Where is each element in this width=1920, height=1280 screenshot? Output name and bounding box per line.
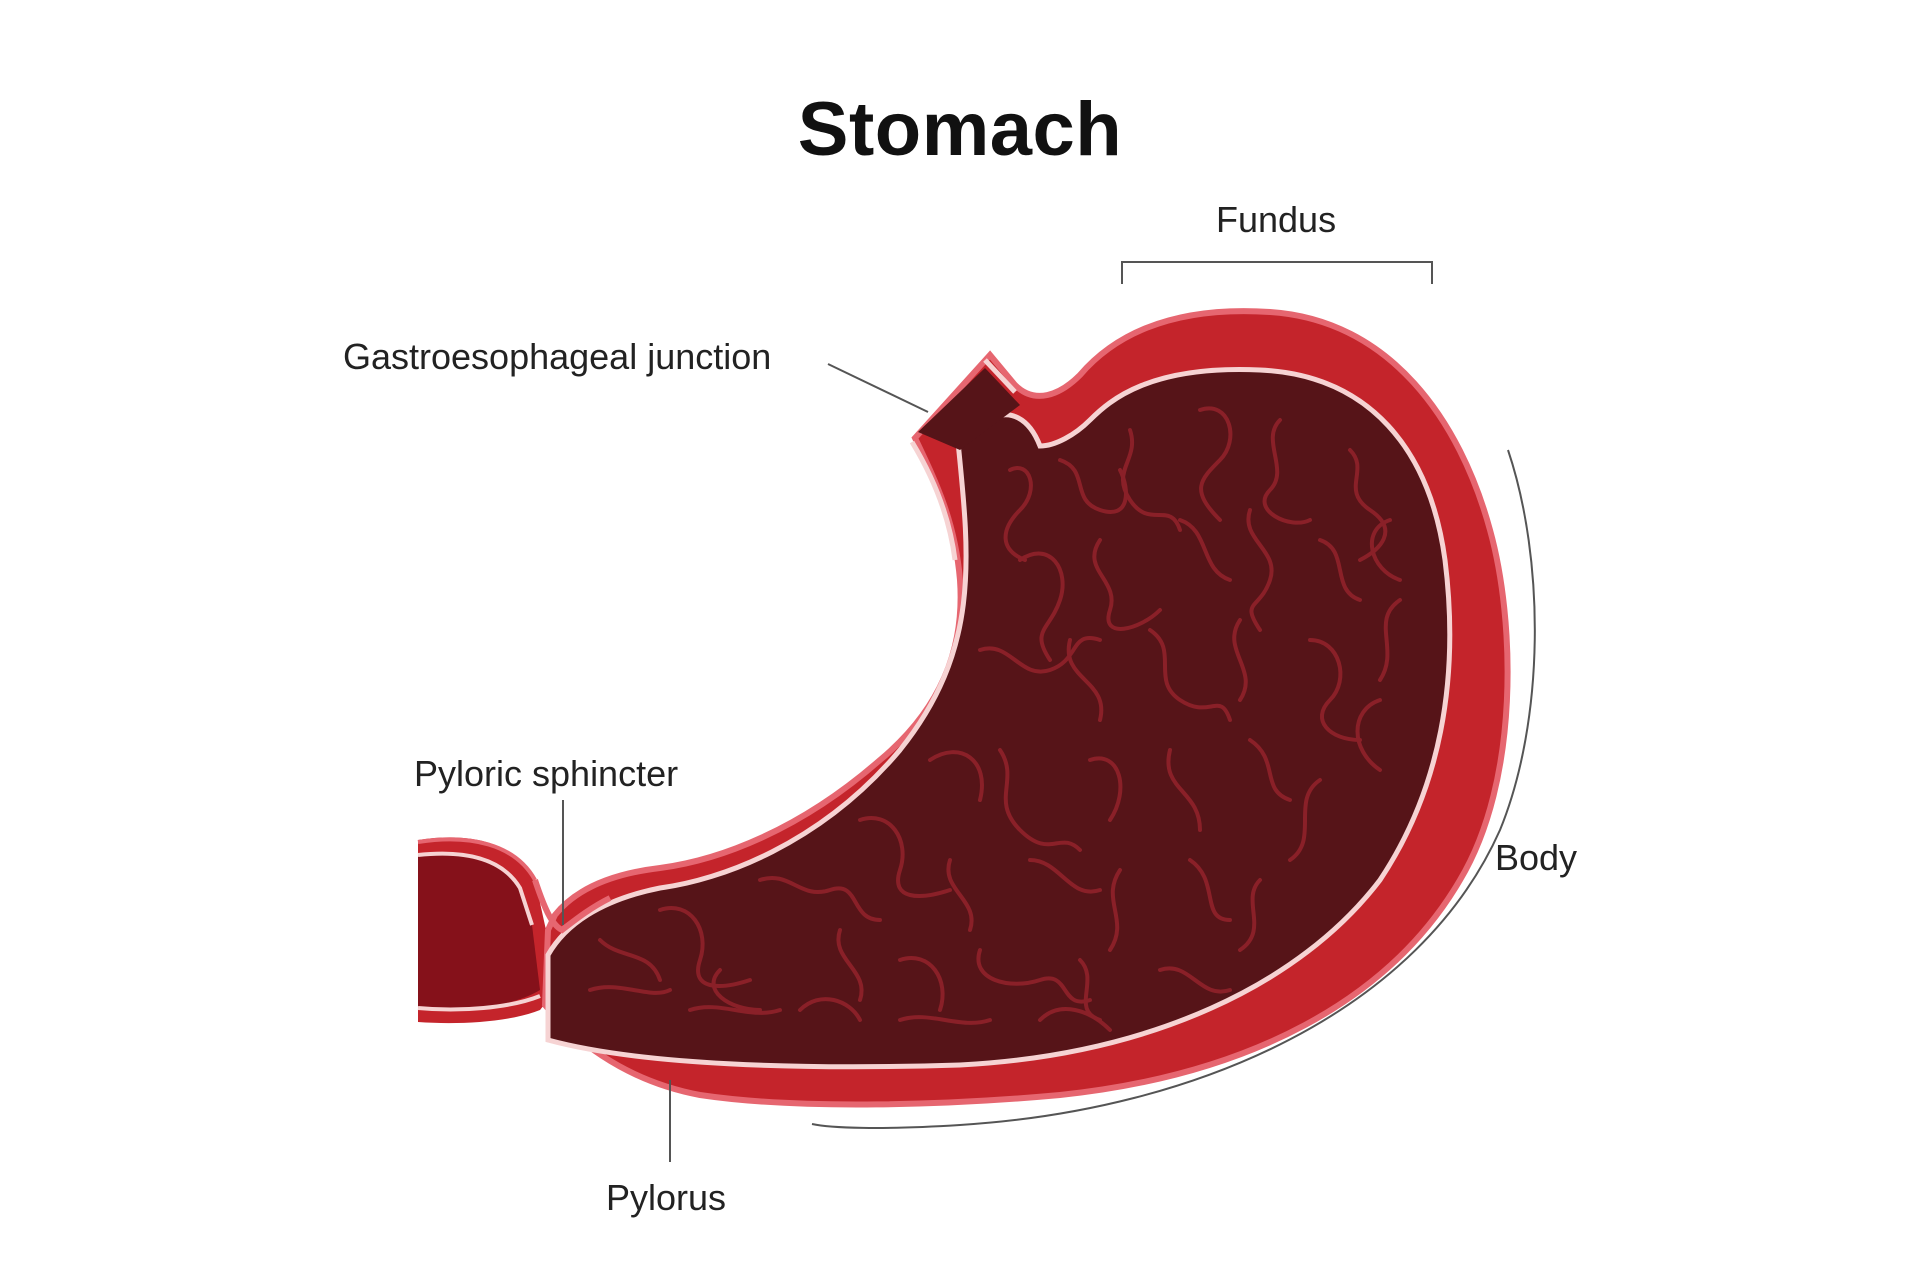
leader-lines [562, 261, 1536, 1162]
body-arc [811, 449, 1536, 1129]
stomach-inner-lining [545, 367, 1453, 1070]
label-pylorus: Pylorus [606, 1177, 727, 1218]
label-fundus: Fundus [1216, 199, 1337, 240]
label-gastroesophageal-junction: Gastroesophageal junction [343, 336, 772, 377]
duodenum-lining [417, 851, 534, 926]
label-pyloric-sphincter: Pyloric sphincter [414, 753, 679, 794]
duodenum [417, 837, 548, 1024]
pyloric-sphincter [532, 879, 612, 934]
diagram-title: Stomach [797, 87, 1123, 172]
rugae [588, 406, 1402, 1032]
fundus-bracket [1121, 261, 1433, 284]
label-body: Body [1495, 837, 1578, 878]
gej-leader [827, 363, 929, 413]
duodenum-lumen [418, 853, 540, 1010]
esophagus-stub [918, 368, 1020, 450]
